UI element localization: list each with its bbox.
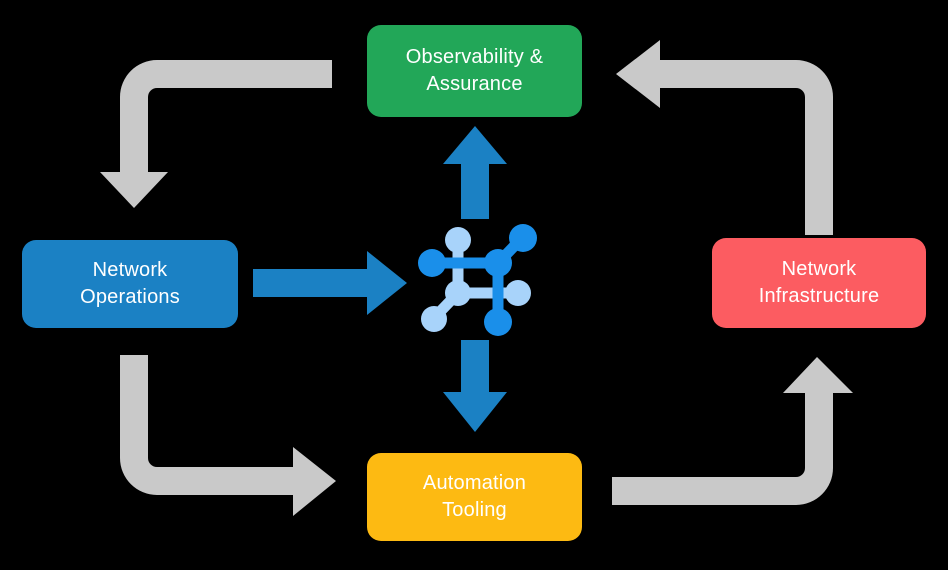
node-network-infrastructure-label: Network Infrastructure (758, 258, 880, 307)
arrow-operations-to-center (253, 251, 407, 315)
node-automation-tooling-label: Automation Tooling (422, 472, 527, 521)
network-topology-icon (418, 224, 537, 336)
node-observability-assurance[interactable]: Observability & Assurance (367, 25, 582, 117)
node-network-infrastructure[interactable]: Network Infrastructure (712, 238, 926, 328)
node-automation-tooling[interactable]: Automation Tooling (367, 453, 582, 541)
node-network-operations-label: Network Operations (80, 259, 180, 308)
node-observability-label: Observability & Assurance (405, 46, 544, 95)
arrow-center-to-observability (443, 126, 507, 219)
node-network-operations[interactable]: Network Operations (22, 240, 238, 328)
arrow-observability-to-operations (100, 60, 332, 208)
arrow-automation-to-infrastructure (612, 357, 853, 505)
arrow-operations-to-automation (120, 355, 336, 516)
arrow-infrastructure-to-observability (616, 40, 833, 235)
arrow-center-to-automation (443, 340, 507, 432)
